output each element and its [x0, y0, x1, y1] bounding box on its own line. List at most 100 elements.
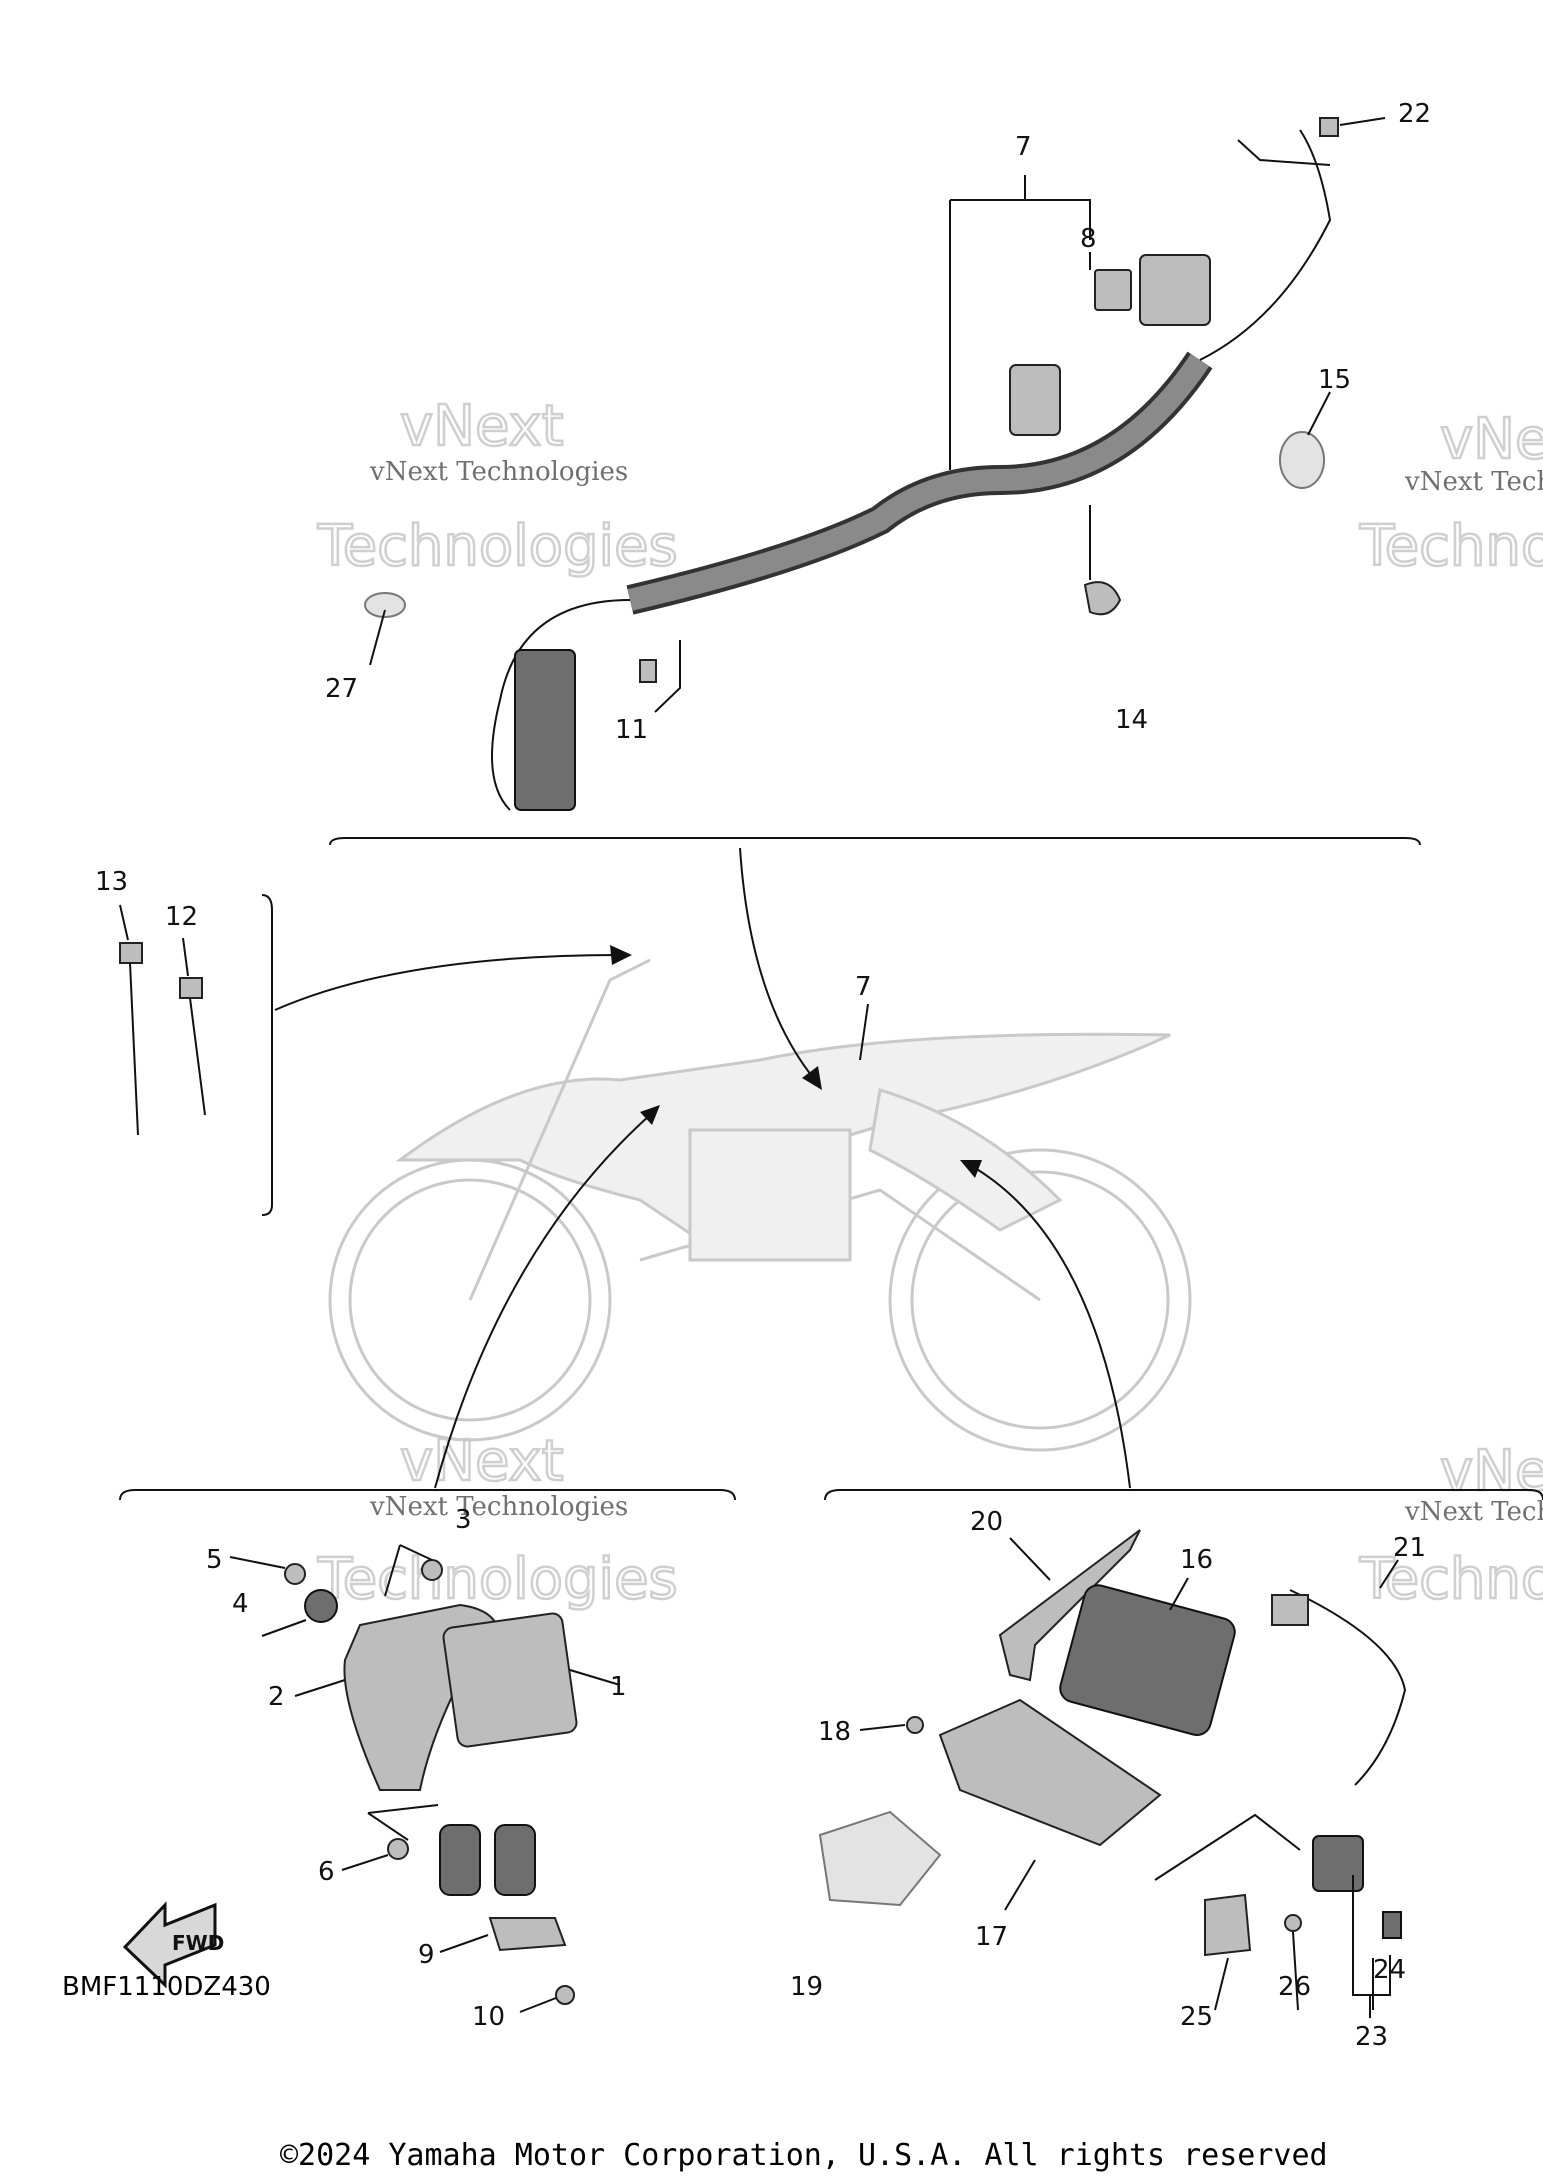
- bracket-20: [998, 1529, 1141, 1682]
- callout-22: 22: [1398, 99, 1431, 129]
- harness-fuse-8: [1094, 269, 1132, 311]
- wire-harness-assembly: [364, 117, 1339, 811]
- leader-4: [261, 1619, 307, 1637]
- callout-7-top: 7: [1015, 132, 1032, 162]
- callout-14: 14: [1115, 705, 1148, 735]
- watermark-group: vNext Technologies vNext Technologies vN…: [316, 393, 1543, 1614]
- leader-2: [294, 1679, 346, 1697]
- battery-16: [1059, 1584, 1236, 1736]
- leader-15: [1307, 391, 1331, 436]
- ignition-coil-1: [442, 1612, 578, 1748]
- bottom-left-section-bracket: [119, 1489, 736, 1501]
- lead-21: [1289, 1589, 1407, 1786]
- watermark-big-7: vNext: [1440, 1439, 1543, 1504]
- section-brackets: [119, 837, 1543, 1501]
- washer-4: [304, 1589, 338, 1623]
- nut-6: [387, 1838, 409, 1860]
- callout-15: 15: [1318, 365, 1351, 395]
- leader-7-bike: [859, 1003, 869, 1061]
- cover-19: [818, 1810, 942, 1907]
- watermark-line-3: vNext Technologies: [369, 1492, 628, 1522]
- fwd-arrow: FWD: [122, 1901, 224, 1989]
- bolt-22: [1319, 117, 1339, 137]
- callout-17: 17: [975, 1922, 1008, 1952]
- front-rim: [348, 1178, 592, 1422]
- collar-3: [421, 1559, 443, 1581]
- fwd-arrow-shape: [122, 1901, 217, 1989]
- leader-22: [1339, 117, 1386, 126]
- callout-18: 18: [818, 1717, 851, 1747]
- lead-21-terminal: [1271, 1594, 1309, 1626]
- engine-block: [688, 1128, 852, 1262]
- bolt-10: [555, 1985, 575, 2005]
- bolt-11: [639, 659, 657, 683]
- callout-26: 26: [1278, 1972, 1311, 2002]
- cable-tie-13-head: [119, 942, 143, 964]
- callout-5: 5: [206, 1545, 223, 1575]
- watermark-big-2: Technologies: [317, 514, 678, 579]
- callout-11: 11: [615, 715, 648, 745]
- cable-tie-12-strap: [189, 997, 206, 1116]
- leader-21: [1379, 1559, 1399, 1589]
- bracket-9: [488, 1917, 567, 1952]
- arrow-cable-ties: [274, 954, 621, 1011]
- lead-to-relay: [1154, 1813, 1301, 1881]
- leader-25: [1214, 1957, 1229, 2011]
- clamp-14: [1083, 581, 1122, 616]
- callout-16: 16: [1180, 1545, 1213, 1575]
- motorcycle-illustration: [328, 958, 1192, 1452]
- callout-12: 12: [165, 902, 198, 932]
- cable-ties: [119, 942, 206, 1136]
- callout-9: 9: [418, 1940, 435, 1970]
- harness-coupler-left: [514, 649, 576, 811]
- watermark-big-8: Technologies: [1359, 1547, 1543, 1612]
- callout-3: 3: [455, 1505, 472, 1535]
- arrow-ignition: [434, 1114, 651, 1489]
- nut-5: [284, 1563, 306, 1585]
- arrow-ecu: [969, 1164, 1131, 1489]
- ecu-box-assembly: [818, 1529, 1407, 1957]
- callout-27: 27: [325, 674, 358, 704]
- leader-20: [1009, 1537, 1051, 1581]
- coil-lead-a: [439, 1824, 481, 1896]
- arrowhead-2: [802, 1066, 822, 1090]
- leader-10: [519, 1997, 557, 2013]
- copyright-notice: ©2024 Yamaha Motor Corporation, U.S.A. A…: [280, 2138, 1328, 2173]
- cable-tie-12-head: [179, 977, 203, 999]
- callout-19: 19: [790, 1972, 823, 2002]
- arrowhead-3: [640, 1105, 660, 1125]
- leader-3: [384, 1544, 433, 1597]
- wire-harness-highlight: [627, 353, 1210, 611]
- leader-12: [182, 937, 189, 977]
- watermark-big-4: Technologies: [1359, 514, 1543, 579]
- leader-7-bracket: [950, 199, 1091, 240]
- bottom-right-section-bracket: [824, 1489, 1543, 1501]
- relay-23: [1312, 1835, 1364, 1892]
- callout-25: 25: [1180, 2002, 1213, 2032]
- leader-18: [859, 1724, 906, 1731]
- coil-lead-b: [494, 1824, 536, 1896]
- callout-21: 21: [1393, 1533, 1426, 1563]
- pointer-arrows: [274, 847, 1131, 1489]
- harness-branch-right: [1199, 129, 1332, 361]
- leader-26: [1292, 1931, 1299, 2011]
- watermark-line-4: vNext Technologies: [1404, 1497, 1543, 1527]
- leader-27: [369, 609, 386, 666]
- leader-23: [1352, 1875, 1391, 2018]
- watermark-big-1: vNext: [400, 394, 564, 459]
- leader-5: [229, 1556, 286, 1569]
- watermark-line-1: vNext Technologies: [369, 457, 628, 487]
- leader-11: [654, 640, 681, 713]
- callout-1: 1: [610, 1672, 627, 1702]
- left-cable-tie-bracket: [261, 894, 273, 1216]
- arrowhead-4: [960, 1160, 982, 1178]
- watermark-line-2: vNext Technologies: [1404, 467, 1543, 497]
- callout-7-bike: 7: [855, 972, 872, 1002]
- cable-tie-13-strap: [129, 962, 139, 1136]
- rear-rim: [910, 1170, 1170, 1430]
- watermark-big-6: Technologies: [317, 1547, 678, 1612]
- front-fork: [468, 958, 651, 1301]
- leader-9: [439, 1934, 489, 1953]
- callout-4: 4: [232, 1589, 249, 1619]
